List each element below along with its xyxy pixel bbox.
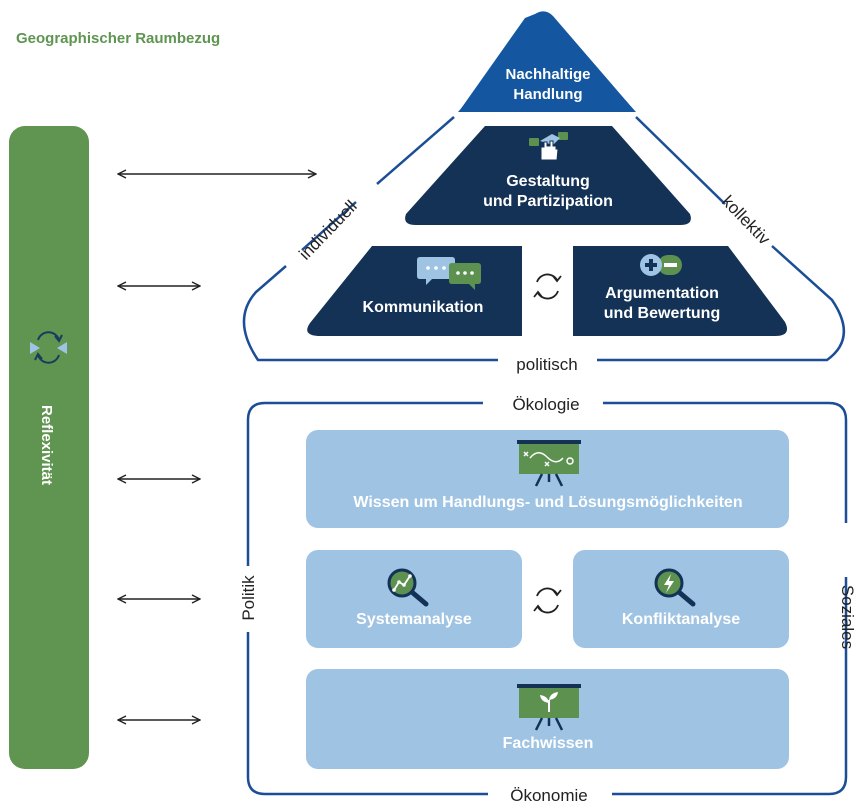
- card-fachwissen: Fachwissen: [306, 669, 789, 769]
- label-politisch: politisch: [516, 355, 577, 374]
- reflexivity-label: Reflexivität: [38, 405, 55, 485]
- speech-bubbles-icon: [417, 257, 481, 290]
- top-line2: Handlung: [513, 86, 582, 103]
- hands-icon: [529, 132, 568, 161]
- strategy-board-icon: [517, 440, 581, 487]
- pyramid-tier-kommunikation: Kommunikation: [307, 246, 522, 336]
- cycle-arrows-icon: [30, 331, 67, 364]
- magnifier-lightning-icon: [654, 568, 696, 607]
- top-line1: Nachhaltige: [505, 66, 590, 83]
- argumentation-line2: und Bewertung: [604, 305, 720, 322]
- magnifier-graph-icon: [387, 568, 429, 607]
- pyramid-tier-argumentation: Argumentation und Bewertung: [573, 246, 788, 336]
- pyramid-tier-gestaltung: Gestaltung und Partizipation: [405, 126, 691, 225]
- label-kollektiv: kollektiv: [718, 192, 774, 249]
- connection-arrows: [118, 174, 316, 720]
- label-individuell: individuell: [295, 197, 361, 264]
- plus-minus-icon: [640, 254, 682, 276]
- card-wissen: Wissen um Handlungs- und Lösungsmöglichk…: [306, 430, 789, 528]
- label-oekologie: Ökologie: [512, 395, 579, 414]
- card-konfliktanalyse: Konfliktanalyse: [573, 550, 789, 648]
- reflexivity-bar: Reflexivität: [9, 126, 89, 769]
- diagram-title: Geographischer Raumbezug: [16, 30, 220, 47]
- cycle-arrows-icon: [533, 273, 562, 300]
- sustainability-box-outline: [246, 401, 848, 796]
- gestaltung-line1: Gestaltung: [506, 173, 590, 190]
- kommunikation-label: Kommunikation: [363, 299, 484, 316]
- konfliktanalyse-label: Konfliktanalyse: [622, 611, 740, 628]
- pyramid-outline: [242, 116, 846, 362]
- gestaltung-line2: und Partizipation: [483, 193, 613, 210]
- systemanalyse-label: Systemanalyse: [356, 611, 472, 628]
- fachwissen-label: Fachwissen: [503, 735, 594, 752]
- label-politik: Politik: [239, 575, 258, 621]
- board-sprout-icon: [517, 684, 581, 731]
- cycle-arrows-icon: [533, 587, 562, 614]
- card-systemanalyse: Systemanalyse: [306, 550, 522, 648]
- pyramid-top-nachhaltige-handlung: Nachhaltige Handlung: [458, 11, 636, 112]
- argumentation-line1: Argumentation: [605, 285, 719, 302]
- label-soziales: Soziales: [838, 585, 856, 649]
- wissen-label: Wissen um Handlungs- und Lösungsmöglichk…: [353, 494, 742, 511]
- label-oekonomie: Ökonomie: [510, 786, 587, 803]
